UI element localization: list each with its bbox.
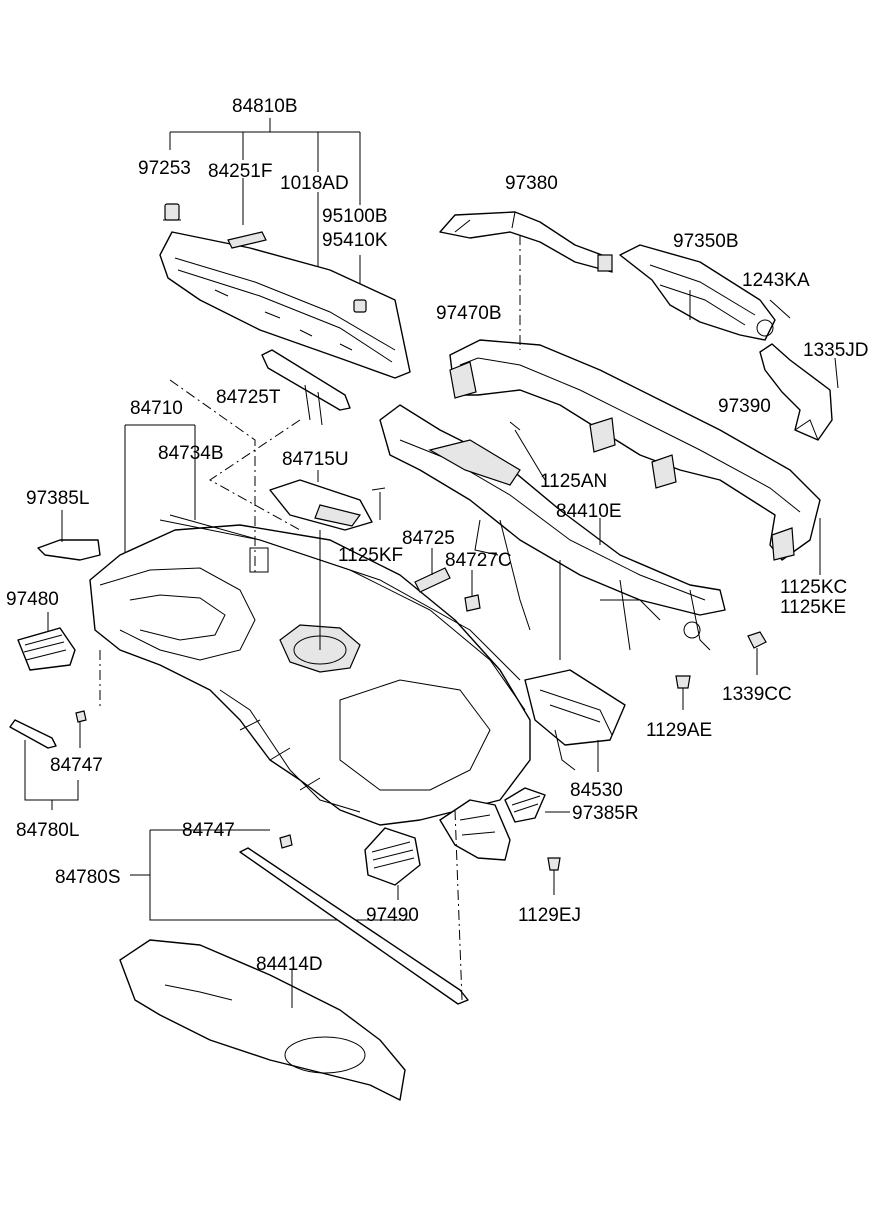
label-97385L: 97385L: [26, 488, 89, 509]
label-95410K: 95410K: [322, 230, 388, 251]
upper-garnish-panel: [159, 231, 411, 379]
strip-84780S: [239, 847, 469, 1005]
duct-97350B: [619, 244, 776, 341]
label-1339CC: 1339CC: [722, 684, 792, 705]
vent-97480: [17, 612, 76, 671]
label-1243KA: 1243KA: [742, 270, 810, 291]
screw-1129AE-icon: [675, 675, 691, 710]
label-84780S: 84780S: [55, 867, 121, 888]
label-97490: 97490: [366, 905, 419, 926]
bracket-84727C: [464, 594, 481, 612]
label-1129AE: 1129AE: [646, 720, 712, 741]
label-1125KE: 1125KE: [780, 597, 846, 618]
screw-1129EJ-icon: [547, 857, 561, 895]
trim-84780L: [9, 719, 57, 749]
label-1018AD: 1018AD: [280, 173, 349, 194]
label-1335JD: 1335JD: [803, 340, 869, 361]
clip-97253-icon: [163, 203, 181, 221]
label-84725T: 84725T: [216, 387, 281, 408]
label-97350B: 97350B: [673, 231, 739, 252]
vent-97385R: [504, 787, 546, 823]
crash-pad-upper-group: [159, 118, 411, 426]
screw-95100B-icon: [353, 299, 367, 313]
label-84715U: 84715U: [282, 449, 349, 470]
duct-97380: [439, 211, 613, 273]
label-97390: 97390: [718, 396, 771, 417]
trim-strip-84734B: [169, 514, 521, 681]
nut-1339CC-icon: [747, 631, 767, 675]
vent-97490: [364, 827, 421, 900]
label-84725: 84725: [402, 528, 455, 549]
vent-97385L: [37, 539, 101, 561]
cowl-cross-bar-84410E: [379, 404, 726, 660]
bracket-84725: [414, 567, 451, 593]
label-84251F: 84251F: [208, 161, 272, 182]
cover-84715U: [269, 470, 373, 650]
label-97380: 97380: [505, 173, 558, 194]
label-95100B: 95100B: [322, 206, 388, 227]
duct-97470B: [449, 339, 821, 561]
side-bracket: [439, 799, 511, 861]
label-84414D: 84414D: [256, 954, 323, 975]
label-84747-lower: 84747: [182, 820, 235, 841]
duct-group: [439, 211, 833, 561]
label-84530: 84530: [570, 780, 623, 801]
label-1129EJ: 1129EJ: [518, 905, 581, 926]
label-97480: 97480: [6, 589, 59, 610]
main-crash-pad-84710: [89, 379, 531, 826]
label-84727C: 84727C: [445, 550, 512, 571]
label-97470B: 97470B: [436, 303, 502, 324]
label-1125KF: 1125KF: [338, 545, 403, 566]
bracket-84530: [524, 669, 626, 772]
insulator-84414D: [119, 939, 406, 1101]
label-plate-84251F: [227, 231, 267, 249]
screw-1125KF-icon: [371, 487, 386, 520]
label-1125KC: 1125KC: [780, 577, 847, 598]
label-97385R: 97385R: [572, 803, 639, 824]
label-84710: 84710: [130, 398, 183, 419]
bracket-84725T: [261, 349, 351, 411]
part-labels: 84810B 97253 84251F 1018AD 95100B 95410K…: [6, 96, 869, 975]
label-84780L: 84780L: [16, 820, 79, 841]
label-84747-left: 84747: [50, 755, 103, 776]
label-84810B: 84810B: [232, 96, 298, 117]
screw-1125AN-icon: [509, 421, 546, 481]
clip-84747-left: [75, 710, 87, 723]
label-84410E: 84410E: [556, 501, 622, 522]
label-84734B: 84734B: [158, 443, 224, 464]
label-1125AN: 1125AN: [540, 471, 607, 492]
label-97253: 97253: [138, 158, 191, 179]
clip-84747-lower: [279, 834, 293, 849]
